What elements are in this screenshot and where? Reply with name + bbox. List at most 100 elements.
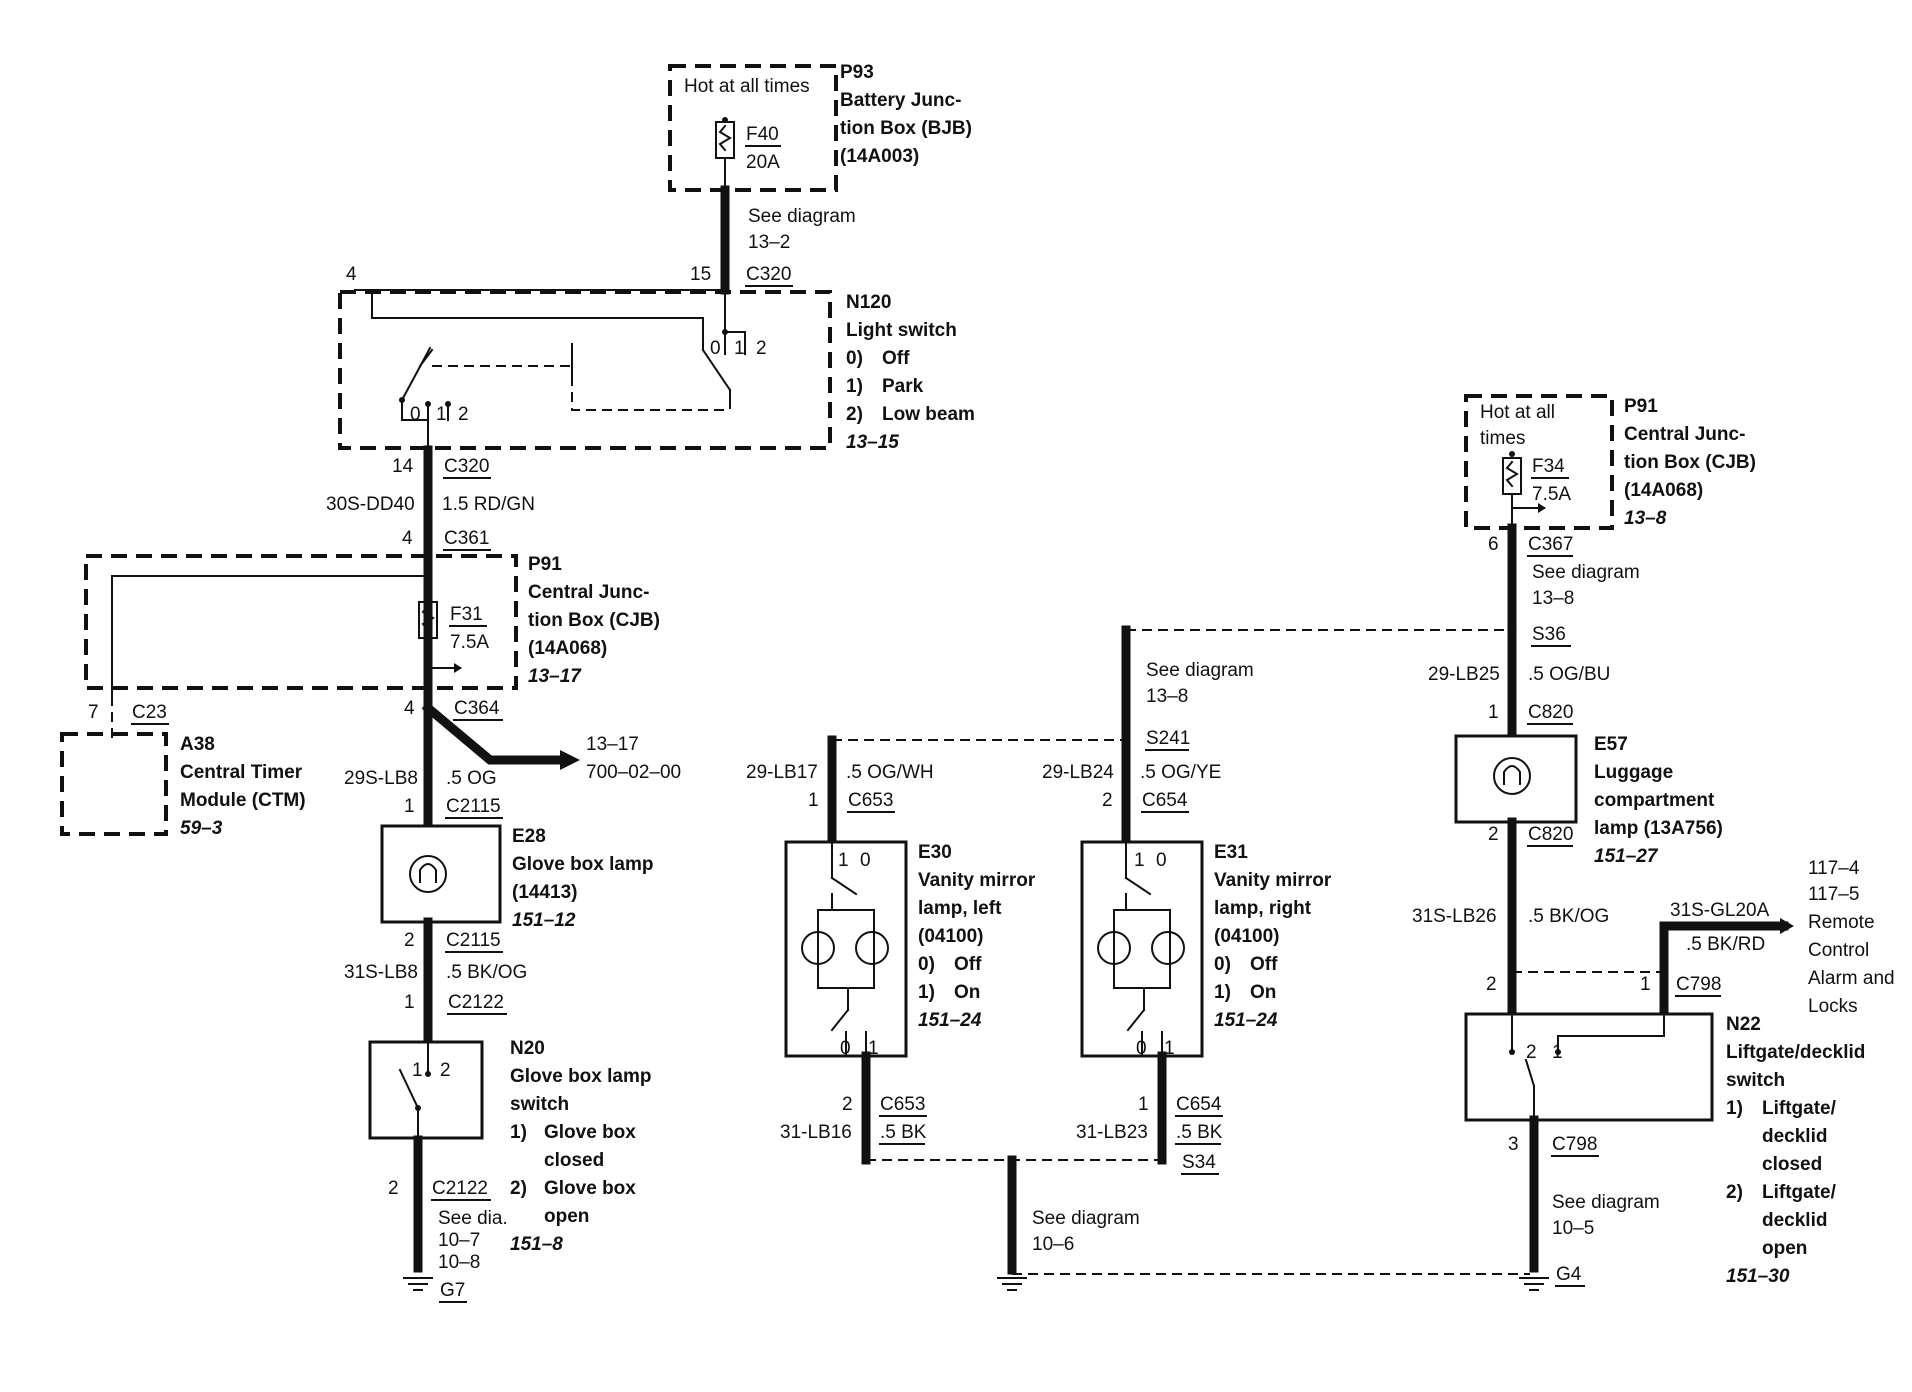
c23-conn: C23 — [132, 702, 167, 723]
c2122-bottom-pin: 2 — [388, 1178, 399, 1199]
wire-31-lb23-size: .5 BK — [1176, 1122, 1223, 1143]
wire-31s-lb8-circuit: 31S-LB8 — [344, 962, 418, 983]
n120-pos0b: 0 — [410, 404, 421, 425]
c798-bottom-pin: 3 — [1508, 1134, 1519, 1155]
wire-31s-gl20a — [1659, 921, 1789, 1019]
g7-label: G7 — [440, 1280, 465, 1301]
n22-ref: 151–30 — [1726, 1266, 1790, 1287]
e28-ref: 151–12 — [512, 910, 576, 931]
p91b-line2: tion Box (CJB) — [1624, 452, 1756, 473]
wire-29-lb25-circuit: 29-LB25 — [1428, 664, 1500, 685]
p93-line2: tion Box (BJB) — [840, 118, 972, 139]
s34-label: S34 — [1182, 1152, 1216, 1173]
s241-label: S241 — [1146, 728, 1190, 749]
p91a-line1: Central Junc- — [528, 582, 649, 603]
wire-29-lb24-size: .5 OG/YE — [1140, 762, 1221, 783]
a38-line2: Module (CTM) — [180, 790, 306, 811]
wire-31s-lb26-size: .5 BK/OG — [1528, 906, 1609, 927]
e30-pin-a0: 0 — [860, 850, 871, 871]
c2122-bottom-conn: C2122 — [432, 1178, 488, 1199]
n120-name: Light switch — [846, 320, 957, 341]
p93-hot-label: Hot at all times — [684, 76, 810, 97]
p91b-id: P91 — [1624, 396, 1658, 417]
c361-conn: C361 — [444, 528, 489, 549]
a38-ref: 59–3 — [180, 818, 223, 839]
e31-opt0-text: Off — [1250, 954, 1278, 975]
ground-g4-icon — [1519, 1277, 1549, 1291]
p93-id: P93 — [840, 62, 874, 83]
e31-pin-b0: 0 — [1136, 1038, 1147, 1059]
n20-ref: 151–8 — [510, 1234, 563, 1255]
wire-31s-gl20a-size: .5 BK/RD — [1686, 934, 1765, 955]
e31-line1: Vanity mirror — [1214, 870, 1332, 891]
c798-bottom-conn: C798 — [1552, 1134, 1597, 1155]
e30-opt0: 0) — [918, 954, 935, 975]
p91b-hot-line1: Hot at all — [1480, 402, 1555, 423]
c2115-bottom-pin: 2 — [404, 930, 415, 951]
n20-opt2a: Glove box — [544, 1178, 636, 1199]
see-diagram-13-2-line2: 13–2 — [748, 232, 790, 253]
n120-opt2: 2) — [846, 404, 863, 425]
c367-pin: 6 — [1488, 534, 1499, 555]
n20-opt2: 2) — [510, 1178, 527, 1199]
n22-opt2a: Liftgate/ — [1762, 1182, 1837, 1203]
e57-luggage-compartment-lamp: E57 Luggage compartment lamp (13A756) 15… — [1454, 734, 1723, 867]
n20-line1: Glove box lamp — [510, 1066, 651, 1087]
a38-central-timer-module: A38 Central Timer Module (CTM) 59–3 — [60, 732, 306, 839]
see-diagram-10-6-line1: See diagram — [1032, 1208, 1140, 1229]
n22-opt1b: decklid — [1762, 1126, 1827, 1147]
c653-bottom-conn: C653 — [880, 1094, 925, 1115]
n20-opt1: 1) — [510, 1122, 527, 1143]
wire-30s-dd40-size: 1.5 RD/GN — [442, 494, 535, 515]
fuse-f34-amp: 7.5A — [1532, 484, 1571, 505]
p93-line1: Battery Junc- — [840, 90, 961, 111]
see-dia-10-line1: See dia. — [438, 1208, 508, 1229]
n22-opt2: 2) — [1726, 1182, 1743, 1203]
e30-id: E30 — [918, 842, 952, 863]
see-diagram-13-8b-line1: See diagram — [1532, 562, 1640, 583]
fuse-f31-icon — [418, 601, 438, 639]
p91a-id: P91 — [528, 554, 562, 575]
c320-bottom-conn: C320 — [444, 456, 489, 477]
lamp-bulb-icon — [801, 931, 835, 965]
wire-31s-gl20a-circuit: 31S-GL20A — [1670, 900, 1770, 921]
fuse-f31-amp: 7.5A — [450, 632, 489, 653]
c2122-top-conn: C2122 — [448, 992, 504, 1013]
n20-glove-box-lamp-switch: 1 2 N20 Glove box lamp switch 1) Glove b… — [368, 1038, 651, 1255]
c820-bottom-pin: 2 — [1488, 824, 1499, 845]
c2122-top-pin: 1 — [404, 992, 415, 1013]
e31-opt0: 0) — [1214, 954, 1231, 975]
ground-icon — [997, 1277, 1027, 1291]
n20-id: N20 — [510, 1038, 545, 1059]
n120-pos0a: 0 — [710, 338, 721, 359]
c653-bottom-pin: 2 — [842, 1094, 853, 1115]
e28-glove-box-lamp: E28 Glove box lamp (14413) 151–12 — [380, 824, 653, 931]
c23-pin: 7 — [88, 702, 99, 723]
c367-conn: C367 — [1528, 534, 1573, 555]
n22-pin1: 1 — [1552, 1042, 1563, 1063]
see-diagram-13-8b-line2: 13–8 — [1532, 588, 1574, 609]
c653-top-pin: 1 — [808, 790, 819, 811]
fuse-f34-label: F34 — [1532, 456, 1565, 477]
wire-31-lb16-size: .5 BK — [880, 1122, 927, 1143]
n20-pin2: 2 — [440, 1060, 451, 1081]
c361-pin: 4 — [402, 528, 413, 549]
remote-ref2: 117–5 — [1808, 884, 1859, 905]
see-diagram-10-5-line2: 10–5 — [1552, 1218, 1594, 1239]
c2115-bottom-conn: C2115 — [446, 930, 501, 951]
e28-line2: (14413) — [512, 882, 578, 903]
c820-top-conn: C820 — [1528, 702, 1573, 723]
p91a-line3: (14A068) — [528, 638, 607, 659]
e57-id: E57 — [1594, 734, 1628, 755]
e30-vanity-mirror-lamp-left: 1 0 0 1 E30 Vanity mirror lamp, left (04… — [784, 840, 1036, 1059]
e31-line3: (04100) — [1214, 926, 1280, 947]
e31-line2: lamp, right — [1214, 898, 1312, 919]
fuse-f40-label: F40 — [746, 124, 779, 145]
e31-pin-b1: 1 — [1164, 1038, 1175, 1059]
wire-29-lb17-circuit: 29-LB17 — [746, 762, 818, 783]
e30-pin-b1: 1 — [868, 1038, 879, 1059]
c364-conn: C364 — [454, 698, 500, 719]
wire-29s-lb8-circuit: 29S-LB8 — [344, 768, 418, 789]
e57-ref: 151–27 — [1594, 846, 1659, 867]
